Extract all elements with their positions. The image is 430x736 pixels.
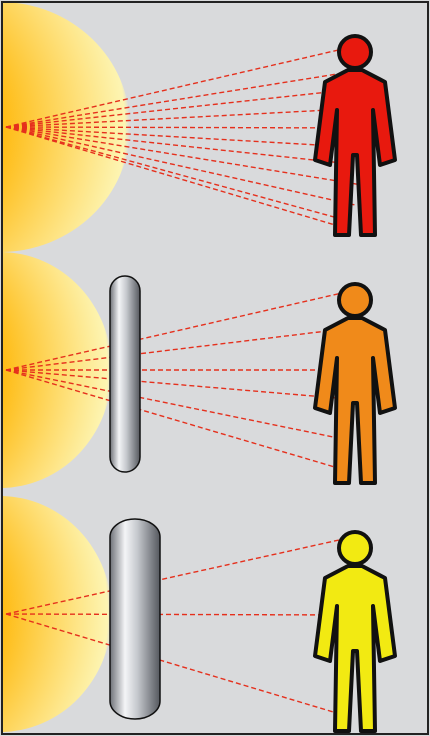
person-head (339, 284, 371, 316)
person-head (339, 532, 371, 564)
thin-shield (110, 276, 140, 472)
thick-shield (110, 519, 160, 719)
person-head (339, 36, 371, 68)
